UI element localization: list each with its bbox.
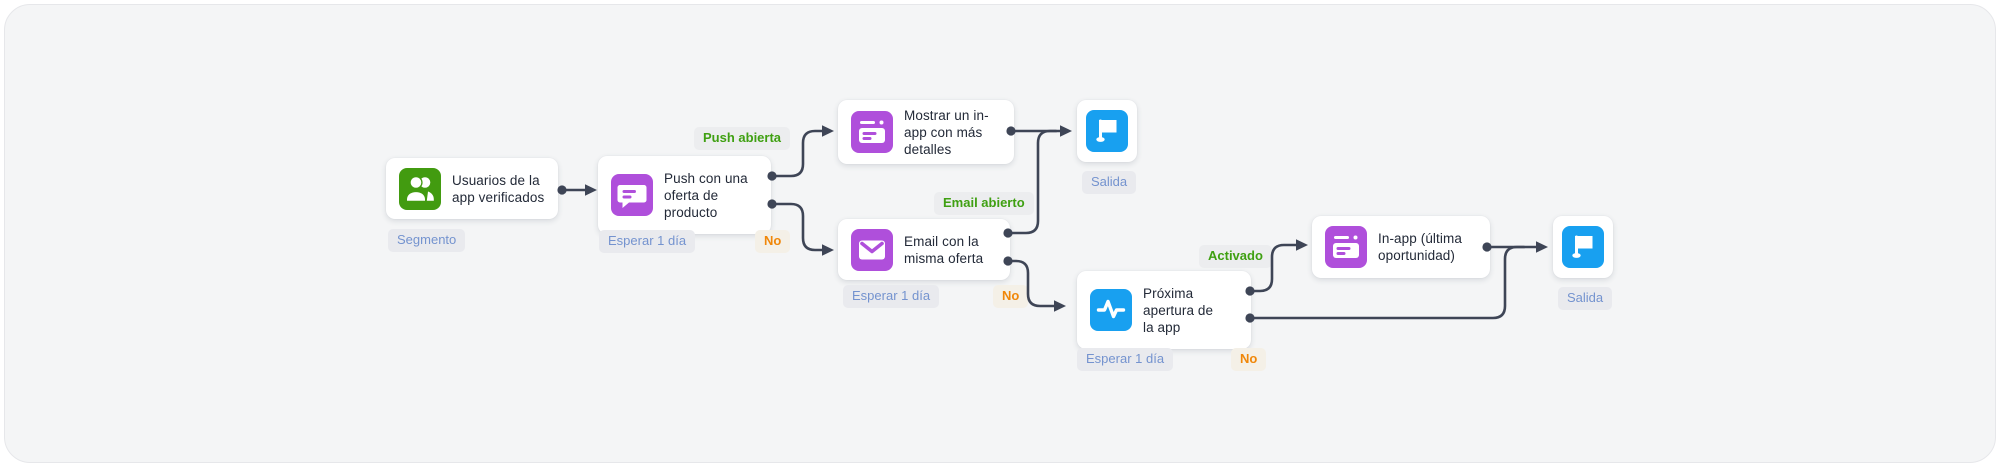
node-title: Usuarios de la app verificados — [452, 172, 545, 205]
email-icon — [851, 228, 893, 271]
branch-label-push-opened: Push abierta — [694, 127, 791, 150]
node-push-offer[interactable]: Push con una oferta de producto — [598, 156, 771, 234]
branch-label-no: No — [993, 285, 1029, 308]
branch-label-activated: Activado — [1199, 245, 1272, 268]
branch-label-email-opened: Email abierto — [934, 192, 1034, 215]
node-next-app-open[interactable]: Próxima apertura de la app — [1077, 271, 1251, 349]
node-title: Email con la misma oferta — [904, 233, 984, 266]
node-title: Próxima apertura de la app — [1143, 285, 1214, 335]
node-exit-bottom[interactable] — [1553, 216, 1613, 278]
branch-label-no: No — [755, 230, 791, 253]
in-app-message-icon — [1325, 226, 1367, 268]
segment-type-badge: Segmento — [388, 229, 466, 252]
node-title: Push con una oferta de producto — [664, 170, 748, 220]
node-inapp-details[interactable]: Mostrar un in- app con más detalles — [838, 100, 1014, 164]
node-title: In-app (última oportunidad) — [1378, 231, 1462, 263]
exit-badge: Salida — [1082, 171, 1137, 194]
users-icon — [399, 167, 441, 210]
node-segment[interactable]: Usuarios de la app verificados — [386, 158, 558, 219]
push-notification-icon — [611, 174, 653, 216]
node-inapp-last-chance[interactable]: In-app (última oportunidad) — [1312, 216, 1490, 278]
branch-label-no: No — [1231, 348, 1267, 371]
node-exit-top[interactable] — [1077, 100, 1137, 162]
wait-badge: Esperar 1 día — [599, 230, 696, 253]
node-title: Mostrar un in- app con más detalles — [904, 107, 989, 157]
wait-badge: Esperar 1 día — [1077, 348, 1174, 371]
flag-icon — [1086, 110, 1128, 152]
node-email-offer[interactable]: Email con la misma oferta — [838, 219, 1010, 280]
flag-icon — [1562, 226, 1604, 268]
in-app-message-icon — [851, 111, 893, 153]
wait-badge: Esperar 1 día — [843, 285, 940, 308]
activity-pulse-icon — [1090, 289, 1132, 331]
exit-badge: Salida — [1558, 287, 1613, 310]
